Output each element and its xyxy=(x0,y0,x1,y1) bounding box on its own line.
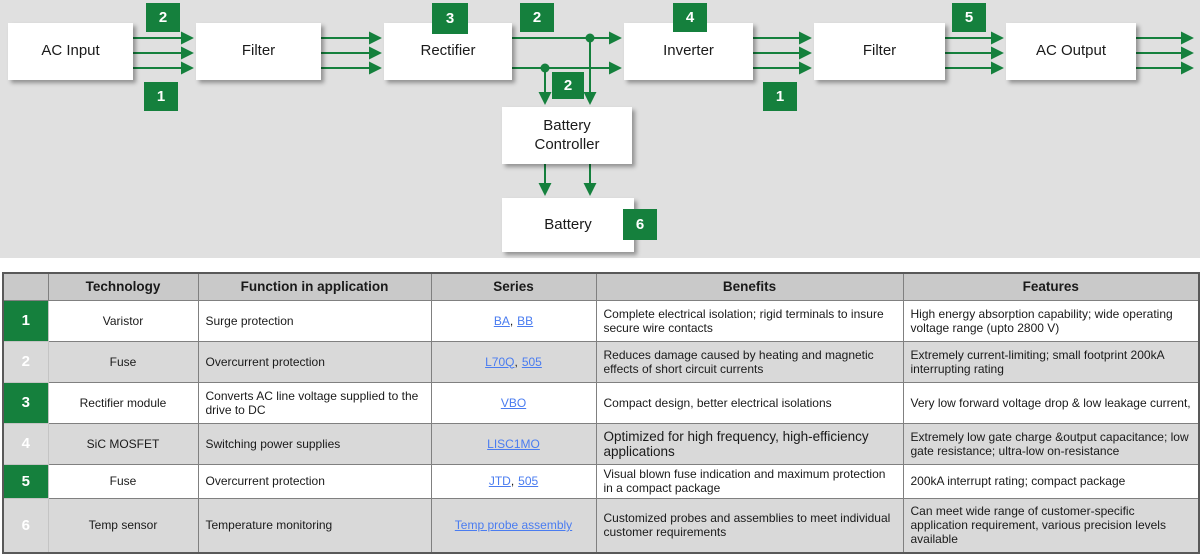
table-row: 6 Temp sensor Temperature monitoring Tem… xyxy=(2,497,1200,554)
callout-badge-1-output: 1 xyxy=(763,82,797,111)
table-header-row: Technology Function in application Serie… xyxy=(2,272,1200,301)
block-label: Inverter xyxy=(663,42,714,60)
block-label: AC Input xyxy=(41,42,100,60)
benefits-cell: Customized probes and assemblies to meet… xyxy=(595,497,904,554)
table-row: 1 Varistor Surge protection BA,BB Comple… xyxy=(2,299,1200,342)
benefits-cell: Complete electrical isolation; rigid ter… xyxy=(595,299,904,342)
technology-cell: Fuse xyxy=(47,340,199,383)
block-label: Battery Controller xyxy=(534,116,600,153)
block-ac-input: AC Input xyxy=(8,23,133,80)
callout-badge-3-rectifier: 3 xyxy=(432,3,468,34)
series-link[interactable]: LISC1MO xyxy=(487,436,540,451)
series-link[interactable]: 505 xyxy=(518,474,539,488)
callout-badge-2-battery-line: 2 xyxy=(552,72,584,99)
row-number: 2 xyxy=(2,340,49,383)
features-cell: Can meet wide range of customer-specific… xyxy=(902,497,1200,554)
features-cell: Extremely low gate charge &output capaci… xyxy=(902,422,1200,465)
series-link[interactable]: Temp probe assembly xyxy=(454,518,573,533)
row-number: 5 xyxy=(2,463,49,499)
technology-cell: Temp sensor xyxy=(47,497,199,554)
technology-table: Technology Function in application Serie… xyxy=(2,272,1200,554)
function-cell: Temperature monitoring xyxy=(197,497,432,554)
features-cell: Extremely current-limiting; small footpr… xyxy=(902,340,1200,383)
header-features: Features xyxy=(902,272,1200,301)
block-battery: Battery xyxy=(502,198,634,252)
callout-badge-2-dc-bus: 2 xyxy=(520,3,554,32)
series-cell: L70Q,505 xyxy=(430,340,597,383)
series-link[interactable]: L70Q xyxy=(485,354,515,369)
series-link[interactable]: VBO xyxy=(500,395,527,410)
table-row: 3 Rectifier module Converts AC line volt… xyxy=(2,381,1200,424)
series-separator: , xyxy=(509,313,514,328)
features-cell: High energy absorption capability; wide … xyxy=(902,299,1200,342)
block-battery-controller: Battery Controller xyxy=(502,107,632,164)
technology-cell: Rectifier module xyxy=(47,381,199,424)
callout-badge-4-inverter: 4 xyxy=(673,3,707,32)
series-link[interactable]: BB xyxy=(517,313,534,328)
series-separator: , xyxy=(510,474,515,488)
power-flow-diagram: AC Input Filter Rectifier Inverter Filte… xyxy=(0,0,1200,258)
block-label: Filter xyxy=(862,42,897,60)
callout-badge-1-input: 1 xyxy=(144,82,178,111)
technology-cell: SiC MOSFET xyxy=(47,422,199,465)
row-number: 4 xyxy=(2,422,49,465)
benefits-cell: Reduces damage caused by heating and mag… xyxy=(595,340,904,383)
table-row: 4 SiC MOSFET Switching power supplies LI… xyxy=(2,422,1200,465)
technology-cell: Fuse xyxy=(47,463,199,499)
block-label: AC Output xyxy=(1035,42,1107,60)
benefits-cell: Visual blown fuse indication and maximum… xyxy=(595,463,904,499)
technology-cell: Varistor xyxy=(47,299,199,342)
series-cell: Temp probe assembly xyxy=(430,497,597,554)
table-row: 5 Fuse Overcurrent protection JTD,505 Vi… xyxy=(2,463,1200,499)
features-cell: 200kA interrupt rating; compact package xyxy=(902,463,1200,499)
function-cell: Overcurrent protection xyxy=(197,463,432,499)
block-label: Filter xyxy=(241,42,276,60)
block-label: Battery xyxy=(544,215,592,233)
series-cell: LISC1MO xyxy=(430,422,597,465)
technology-table-wrap: Technology Function in application Serie… xyxy=(2,272,1200,554)
flow-arrows xyxy=(133,31,1194,196)
block-inverter: Inverter xyxy=(624,23,753,80)
callout-badge-5-output: 5 xyxy=(952,3,986,32)
benefits-cell: Compact design, better electrical isolat… xyxy=(595,381,904,424)
header-number xyxy=(2,272,49,301)
series-separator: , xyxy=(514,354,518,369)
function-cell: Overcurrent protection xyxy=(197,340,432,383)
header-benefits: Benefits xyxy=(595,272,904,301)
benefits-cell: Optimized for high frequency, high-effic… xyxy=(595,422,904,465)
series-cell: VBO xyxy=(430,381,597,424)
series-cell: JTD,505 xyxy=(430,463,597,499)
series-link[interactable]: 505 xyxy=(521,354,542,369)
callout-badge-6-battery: 6 xyxy=(623,209,657,240)
row-number: 6 xyxy=(2,497,49,554)
function-cell: Converts AC line voltage supplied to the… xyxy=(197,381,432,424)
series-link[interactable]: JTD xyxy=(488,474,511,488)
function-cell: Switching power supplies xyxy=(197,422,432,465)
block-filter-1: Filter xyxy=(196,23,321,80)
header-technology: Technology xyxy=(47,272,199,301)
block-filter-2: Filter xyxy=(814,23,945,80)
header-function: Function in application xyxy=(197,272,432,301)
features-cell: Very low forward voltage drop & low leak… xyxy=(902,381,1200,424)
series-cell: BA,BB xyxy=(430,299,597,342)
row-number: 1 xyxy=(2,299,49,342)
table-row: 2 Fuse Overcurrent protection L70Q,505 R… xyxy=(2,340,1200,383)
row-number: 3 xyxy=(2,381,49,424)
callout-badge-2-input: 2 xyxy=(146,3,180,32)
function-cell: Surge protection xyxy=(197,299,432,342)
block-label: Rectifier xyxy=(420,42,476,60)
series-link[interactable]: BA xyxy=(493,313,510,328)
header-series: Series xyxy=(430,272,597,301)
block-ac-output: AC Output xyxy=(1006,23,1136,80)
